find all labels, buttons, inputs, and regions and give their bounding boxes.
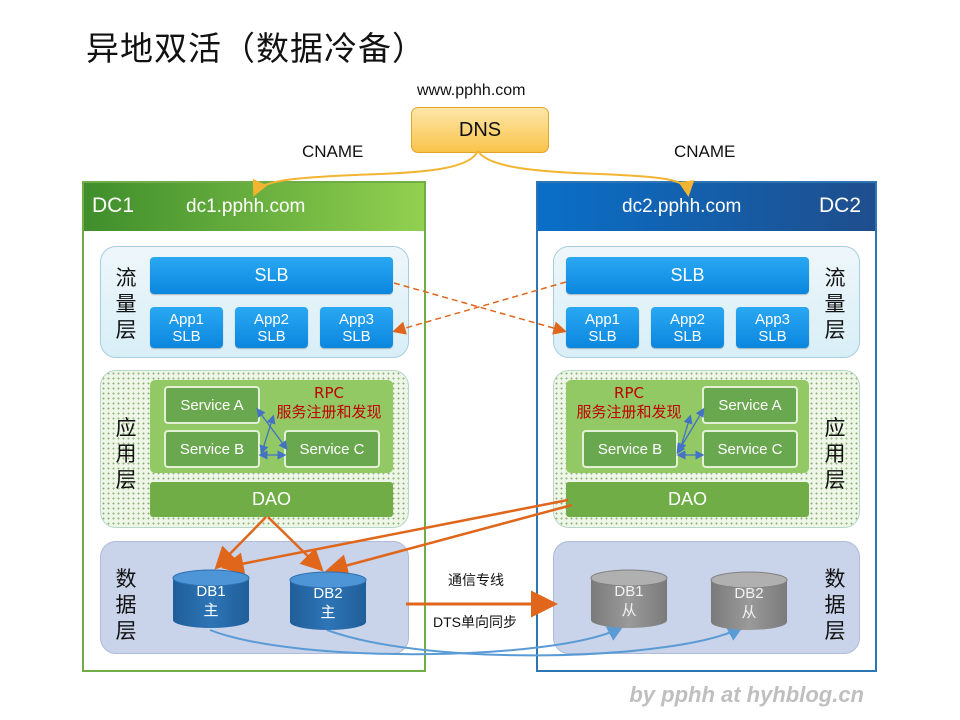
dc2-name: DC2 (819, 194, 862, 217)
link-label-top: 通信专线 (448, 572, 504, 588)
dc2-db1-cylinder (590, 569, 668, 628)
dc2-frame (536, 181, 877, 672)
dc1-service-b: Service B (164, 430, 260, 468)
dc2-dao-to-db2-arrow (325, 503, 573, 577)
dc1-app2-slb: App2 SLB (235, 307, 308, 348)
dc1-db2-name: DB2 (313, 585, 343, 602)
dc2-db2-cylinder (710, 571, 788, 630)
dc1-app-layer-label: 应用层 (115, 416, 137, 492)
dc2-db2-role: 从 (741, 604, 757, 621)
dns-domain: www.pphh.com (417, 82, 526, 99)
dc1-dao-to-db2-arrow (267, 516, 324, 572)
dc2-db1-role: 从 (621, 602, 637, 619)
dc2-data-layer-label: 数据层 (824, 567, 846, 643)
dc1-db2-cylinder (289, 571, 367, 630)
dc2-app1-slb-line2: SLB (588, 327, 617, 345)
dc1-svc-link-a-b2 (259, 414, 276, 455)
dc2-db2-name: DB2 (734, 585, 764, 602)
dc2-dao-to-db1-arrow (221, 498, 569, 575)
dc2-app-layer-label: 应用层 (824, 416, 846, 492)
dc2-app2-slb: App2 SLB (651, 307, 724, 348)
dc2-db1-label: DB1 从 (591, 582, 667, 620)
dc2-app1-slb-line1: App1 (584, 310, 621, 328)
dc2-app3-slb-line2: SLB (758, 327, 787, 345)
cname-arrow-right (477, 150, 695, 197)
dc2-traffic-layer-label: 流量层 (824, 266, 846, 342)
dc2-header (538, 183, 875, 231)
dc1-svc-link-a-c (256, 407, 288, 451)
dc1-app2-slb-line1: App2 (253, 310, 290, 328)
dc1-app1-slb-line2: SLB (172, 327, 201, 345)
dc2-app1-slb: App1 SLB (566, 307, 639, 348)
dc1-name: DC1 (92, 194, 135, 217)
dc1-app2-slb-line2: SLB (257, 327, 286, 345)
db2-replication-curve (326, 626, 744, 657)
dc2-service-a: Service A (702, 386, 798, 424)
dc1-dao-to-db1-arrow (214, 516, 267, 570)
dc1-db2-role: 主 (320, 604, 336, 621)
dc1-db1-role: 主 (203, 602, 219, 619)
dc1-db1-label: DB1 主 (173, 582, 249, 620)
db1-replication-curve (209, 626, 624, 656)
dc2-rpc-label: RPC 服务注册和发现 (568, 384, 690, 422)
dc2-db1-name: DB1 (614, 583, 644, 600)
dc1-dao: DAO (150, 482, 393, 517)
cname-right-label: CNAME (674, 142, 736, 161)
dc2-rpc-line1: RPC (614, 384, 644, 402)
dc1-rpc-line1: RPC (314, 384, 344, 402)
dc1-traffic-layer-label: 流量层 (115, 266, 137, 342)
dc1-service-a: Service A (164, 386, 260, 424)
dc1-app3-slb: App3 SLB (320, 307, 393, 348)
dc1-data-layer-label: 数据层 (115, 567, 137, 643)
dc1-service-c: Service C (284, 430, 380, 468)
dc1-slb: SLB (150, 257, 393, 294)
cname-arrow-left (252, 150, 479, 197)
cname-left-label: CNAME (302, 142, 364, 161)
dc1-db2-label: DB2 主 (290, 584, 366, 622)
dc1-db1-name: DB1 (196, 583, 226, 600)
dns-box: DNS (411, 107, 549, 153)
dc2-app2-slb-line1: App2 (669, 310, 706, 328)
dc2-dao: DAO (566, 482, 809, 517)
dc1-app1-slb: App1 SLB (150, 307, 223, 348)
dc1-rpc-label: RPC 服务注册和发现 (268, 384, 390, 422)
dc2-slb: SLB (566, 257, 809, 294)
dc1-app3-slb-line2: SLB (342, 327, 371, 345)
watermark: by pphh at hyhblog.cn (629, 682, 864, 707)
dc2-svc-link-a-c (677, 414, 693, 453)
dc1-app1-slb-line1: App1 (168, 310, 205, 328)
dc1-db1-cylinder (172, 569, 250, 628)
dc2-domain: dc2.pphh.com (622, 196, 742, 217)
dc2-rpc-line2: 服务注册和发现 (576, 403, 682, 421)
link-label-bottom: DTS单向同步 (433, 614, 517, 630)
dc2-app3-slb-line1: App3 (754, 310, 791, 328)
dc1-domain: dc1.pphh.com (186, 196, 306, 217)
page-title: 异地双活（数据冷备） (86, 29, 426, 68)
dc2-app2-slb-line2: SLB (673, 327, 702, 345)
dc1-rpc-line2: 服务注册和发现 (276, 403, 382, 421)
dc2-db2-label: DB2 从 (711, 584, 787, 622)
dc1-app3-slb-line1: App3 (338, 310, 375, 328)
dc2-app3-slb: App3 SLB (736, 307, 809, 348)
